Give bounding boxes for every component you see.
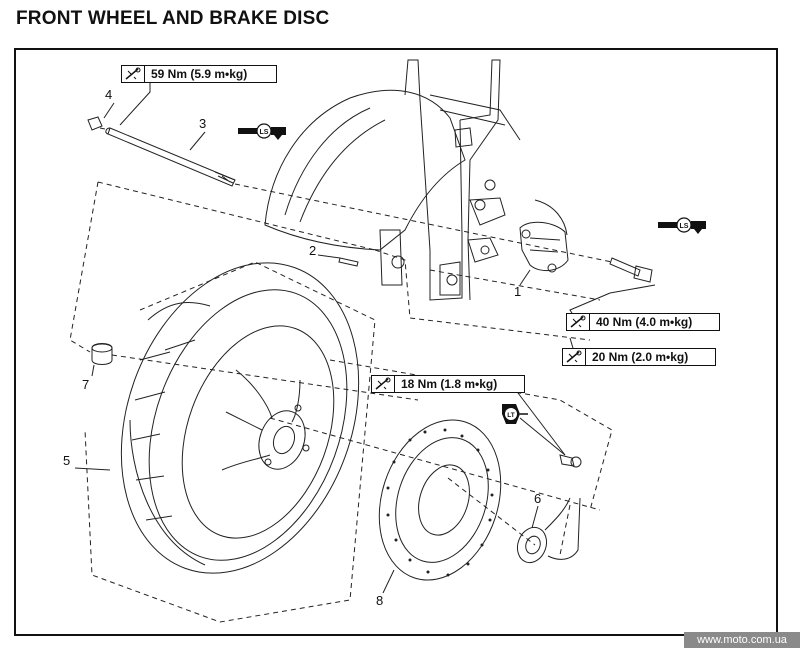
torque-value: 20 Nm (2.0 m•kg) (592, 350, 689, 364)
callout-1: 1 (514, 284, 522, 299)
brake-caliper (519, 221, 569, 272)
wheel-hub (258, 410, 306, 470)
fender-bolt (338, 257, 359, 267)
torque-wrench-icon (567, 314, 590, 330)
speedometer-gear (516, 526, 548, 564)
locking-agent-icon: LT (502, 404, 528, 424)
diagram-frame (14, 48, 778, 636)
torque-value: 40 Nm (4.0 m•kg) (596, 315, 693, 329)
callout-4: 4 (105, 87, 113, 102)
callout-7: 7 (82, 377, 90, 392)
page-title: FRONT WHEEL AND BRAKE DISC (16, 8, 330, 29)
brake-disc (378, 419, 502, 581)
torque-spec-caliper-bolt: 40 Nm (4.0 m•kg) (566, 313, 720, 331)
torque-value: 18 Nm (1.8 m•kg) (401, 377, 498, 391)
torque-spec-axle: 59 Nm (5.9 m•kg) (121, 65, 277, 83)
callout-3: 3 (199, 116, 207, 131)
wheel-collar (91, 343, 113, 365)
svg-text:LT: LT (507, 412, 514, 419)
torque-wrench-icon (563, 349, 586, 365)
front-fender (264, 89, 466, 251)
callout-2: 2 (309, 243, 317, 258)
grease-gun-icon: LS (658, 217, 706, 234)
front-tire (120, 262, 360, 574)
svg-text:LS: LS (260, 129, 269, 136)
torque-spec-disc-bolt: 18 Nm (1.8 m•kg) (371, 375, 525, 393)
torque-spec-fender-bolt: 20 Nm (2.0 m•kg) (562, 348, 716, 366)
torque-value: 59 Nm (5.9 m•kg) (151, 67, 248, 81)
callout-6: 6 (534, 491, 542, 506)
fork-right (459, 59, 501, 301)
torque-wrench-icon (372, 376, 395, 392)
axle-nut (87, 116, 103, 131)
fork-left (404, 59, 463, 301)
svg-text:LS: LS (680, 223, 689, 230)
disc-bolt (559, 454, 575, 467)
grease-gun-icon: LS (238, 123, 286, 140)
callout-5: 5 (63, 453, 71, 468)
watermark: www.moto.com.ua (684, 632, 800, 648)
callout-8: 8 (376, 593, 384, 608)
torque-wrench-icon (122, 66, 145, 82)
front-axle (107, 127, 236, 187)
